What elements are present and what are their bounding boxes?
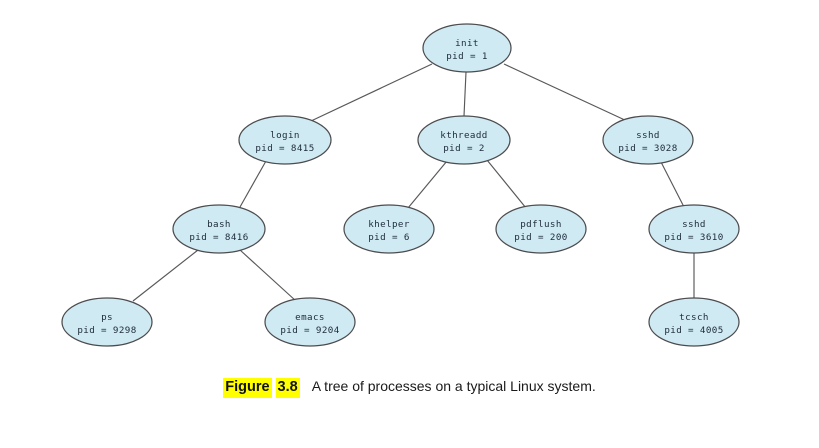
node-ellipse-login [238,115,332,165]
process-node-emacs[interactable]: emacs pid = 9204 [264,297,356,347]
node-ellipse-kthreadd [417,115,511,165]
process-node-login[interactable]: login pid = 8415 [238,115,332,165]
node-name-bash: bash [207,219,231,230]
node-name-pdflush: pdflush [520,219,562,230]
node-name-init: init [455,38,479,49]
node-pid-login: pid = 8415 [255,143,314,154]
node-ellipse-bash [172,204,266,254]
tree-edge-init-to-kthreadd [463,71,467,117]
node-name-ps: ps [101,312,113,323]
edges-group [132,63,695,302]
nodes-group: init pid = 1 login pid = 8415 kthreadd pid = … [61,23,740,347]
node-name-khelper: khelper [368,219,410,230]
process-node-ps[interactable]: ps pid = 9298 [61,297,153,347]
node-pid-emacs: pid = 9204 [280,325,339,336]
node-name-tcsch: tcsch [679,312,709,323]
process-node-kthreadd[interactable]: kthreadd pid = 2 [417,115,511,165]
node-pid-tcsch: pid = 4005 [664,325,723,336]
node-ellipse-tcsch [648,297,740,347]
tree-edge-kthreadd-to-khelper [407,160,448,209]
node-pid-kthreadd: pid = 2 [443,143,485,154]
node-ellipse-pdflush [495,204,587,254]
node-pid-ps: pid = 9298 [77,325,136,336]
process-node-tcsch[interactable]: tcsch pid = 4005 [648,297,740,347]
node-pid-init: pid = 1 [446,51,488,62]
node-pid-sshd3028: pid = 3028 [618,143,677,154]
process-node-sshd3028[interactable]: sshd pid = 3028 [602,115,694,165]
tree-edge-sshd3028-to-sshd3610 [660,161,685,208]
process-node-bash[interactable]: bash pid = 8416 [172,204,266,254]
tree-edge-kthreadd-to-pdflush [486,159,527,209]
tree-edge-init-to-login [310,63,433,122]
tree-edge-bash-to-ps [132,249,199,302]
tree-edge-init-to-sshd3028 [503,63,628,122]
node-ellipse-sshd3028 [602,115,694,165]
node-name-sshd3610: sshd [682,219,706,230]
node-ellipse-ps [61,297,153,347]
caption-inner: Figure 3.8 A tree of processes on a typi… [223,378,596,398]
node-ellipse-init [422,23,512,73]
node-pid-khelper: pid = 6 [368,232,410,243]
tree-edge-login-to-bash [239,160,267,208]
node-pid-sshd3610: pid = 3610 [664,232,723,243]
node-name-kthreadd: kthreadd [440,130,487,141]
tree-edge-bash-to-emacs [239,249,297,302]
process-tree-diagram: init pid = 1 login pid = 8415 kthreadd pid = … [61,23,740,347]
figure-caption: Figure 3.8 A tree of processes on a typi… [0,368,819,408]
process-node-sshd3610[interactable]: sshd pid = 3610 [648,204,740,254]
caption-description: A tree of processes on a typical Linux s… [311,378,596,395]
node-ellipse-khelper [343,204,435,254]
node-pid-bash: pid = 8416 [189,232,248,243]
node-name-sshd3028: sshd [636,130,660,141]
node-name-login: login [270,130,300,141]
process-node-init[interactable]: init pid = 1 [422,23,512,73]
caption-number: 3.8 [275,378,300,398]
process-node-pdflush[interactable]: pdflush pid = 200 [495,204,587,254]
process-node-khelper[interactable]: khelper pid = 6 [343,204,435,254]
node-pid-pdflush: pid = 200 [514,232,567,243]
node-ellipse-emacs [264,297,356,347]
node-ellipse-sshd3610 [648,204,740,254]
node-name-emacs: emacs [295,312,325,323]
caption-label: Figure [223,378,272,398]
